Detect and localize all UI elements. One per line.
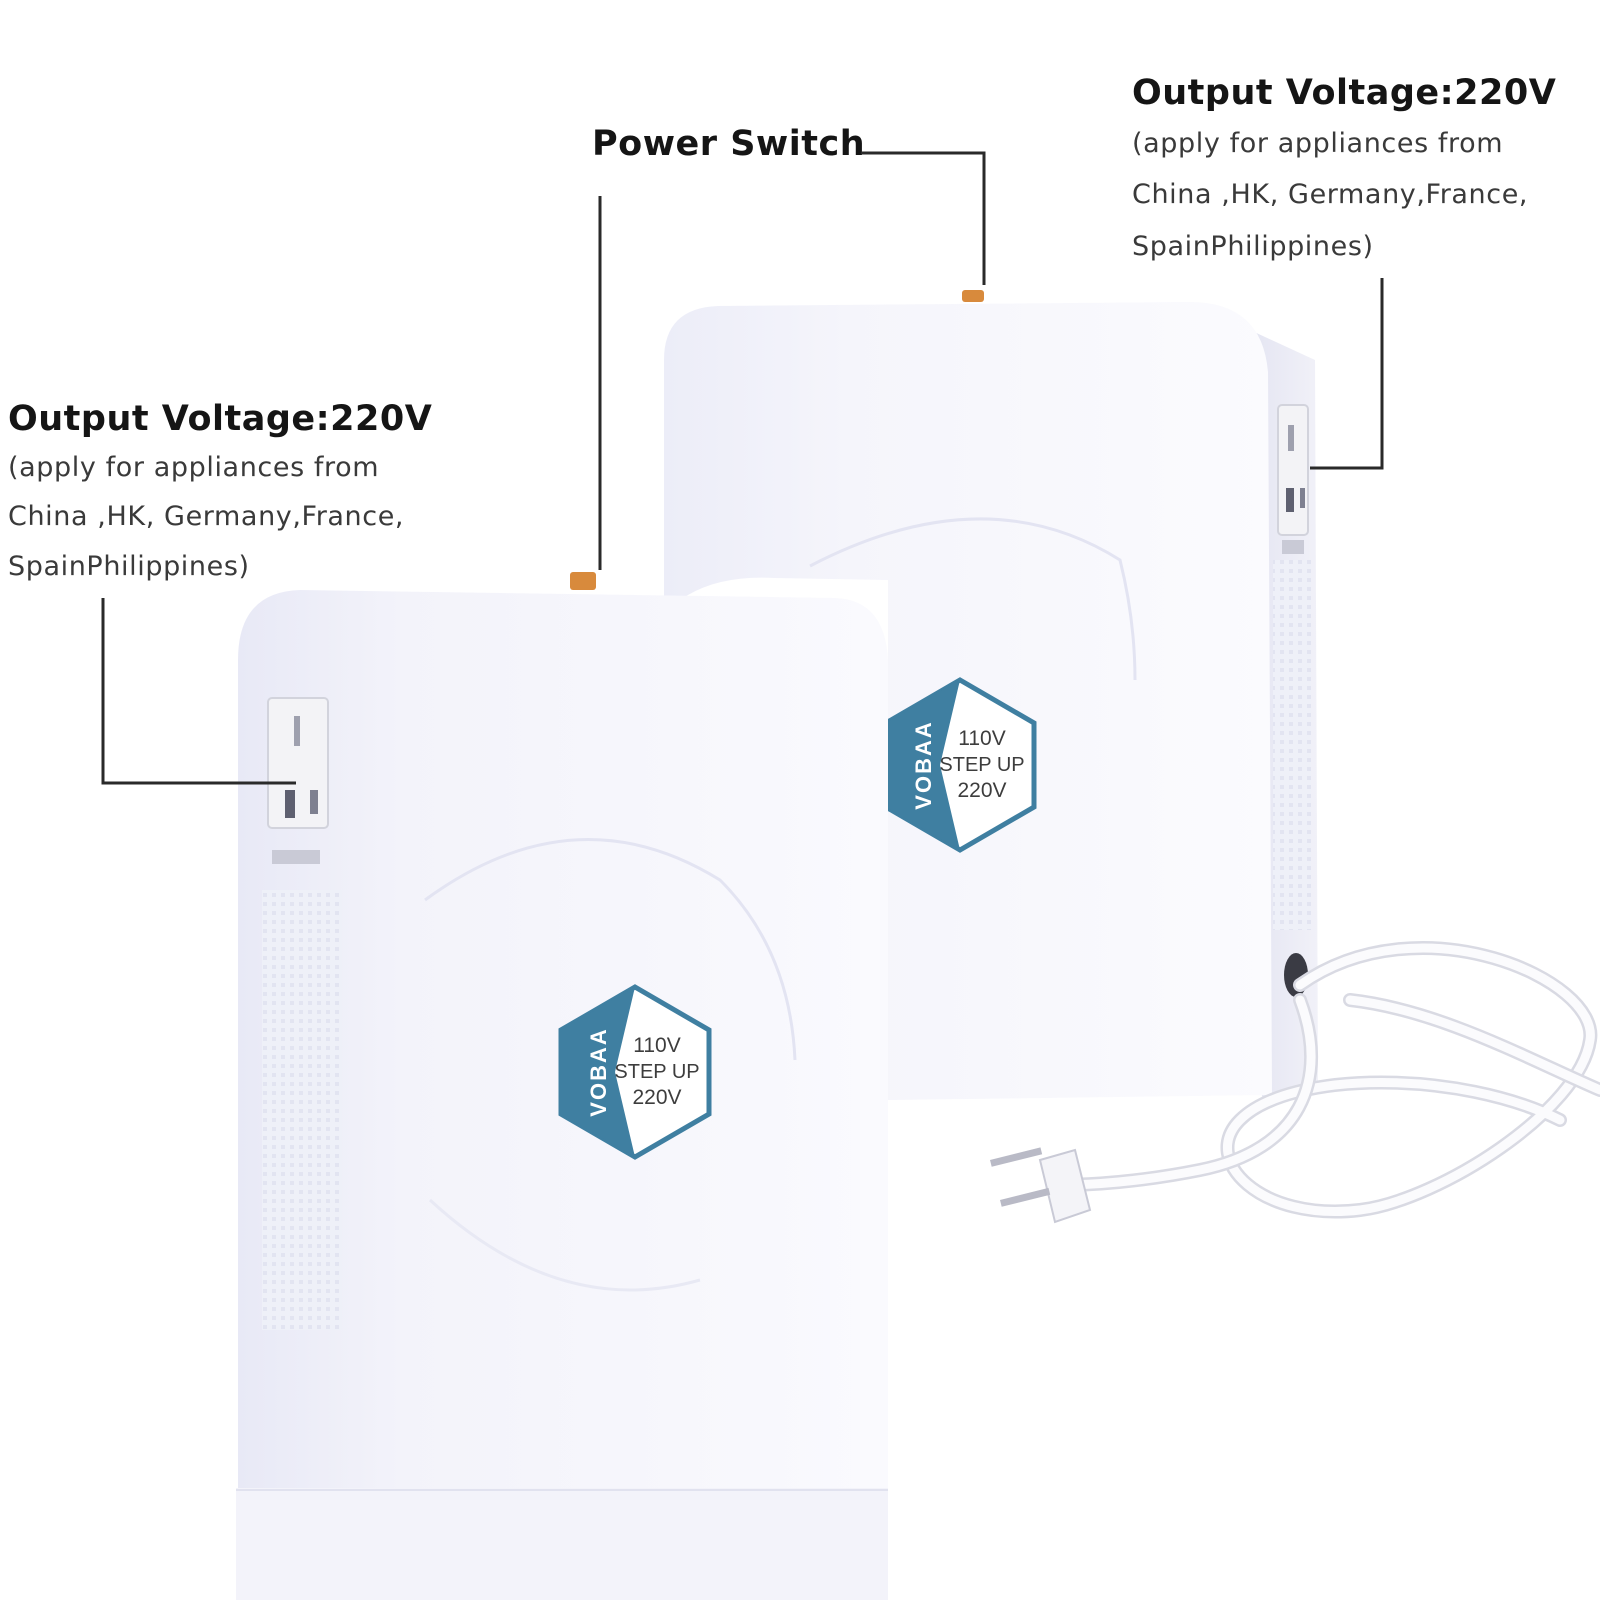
back-badge-line2: STEP UP [939, 754, 1024, 776]
back-unit-badge: VOBAA 110V STEP UP 220V [883, 677, 1037, 853]
annotation-power-switch: Power Switch [592, 125, 865, 164]
front-unit-outlet [267, 697, 329, 829]
back-transformer-unit: VOBAA 110V STEP UP 220V [664, 290, 1318, 1100]
back-unit-outlet [1277, 404, 1309, 536]
front-unit-embossed-circle [424, 838, 797, 1061]
front-unit-vents [262, 890, 342, 1330]
back-badge-brand: VOBAA [911, 720, 936, 809]
power-cord [1053, 941, 1600, 1219]
leader-output-right [1310, 278, 1384, 470]
front-badge-line1: 110V [633, 1034, 681, 1057]
leader-power-switch-back [862, 151, 986, 285]
front-badge-brand: VOBAA [586, 1027, 611, 1116]
annotation-desc-line: China ,HK, Germany,France, [1132, 179, 1529, 211]
leader-lines [101, 151, 1384, 785]
power-plug [990, 1147, 1092, 1224]
annotation-output-voltage-right: Output Voltage:220V (apply for appliance… [1132, 74, 1592, 268]
annotation-desc-line: SpainPhilippines) [8, 551, 250, 583]
annotation-title: Power Switch [592, 124, 866, 164]
back-badge-line1: 110V [958, 727, 1006, 750]
annotation-title: Output Voltage:220V [8, 399, 433, 439]
annotation-title: Output Voltage:220V [1132, 73, 1557, 113]
annotation-desc-line: (apply for appliances from [8, 451, 380, 483]
back-unit-power-switch [962, 290, 984, 302]
leader-output-left [101, 598, 296, 785]
front-badge-line2: STEP UP [614, 1061, 699, 1083]
annotation-desc-line: SpainPhilippines) [1132, 231, 1374, 263]
annotation-desc-line: (apply for appliances from [1132, 127, 1504, 159]
front-unit-badge: VOBAA 110V STEP UP 220V [558, 984, 712, 1160]
front-unit-power-switch [570, 572, 596, 590]
annotation-output-voltage-left: Output Voltage:220V (apply for appliance… [8, 400, 468, 588]
back-unit-label-plate [1282, 540, 1304, 554]
front-transformer-unit: VOBAA 110V STEP UP 220V [236, 572, 888, 1600]
front-badge-line3: 220V [632, 1086, 681, 1109]
back-badge-line3: 220V [957, 779, 1006, 802]
front-unit-base [236, 1488, 888, 1600]
annotation-desc-line: China ,HK, Germany,France, [8, 501, 405, 533]
back-unit-embossed-circle [809, 517, 1137, 681]
front-unit-label-plate [272, 850, 320, 864]
back-unit-vents [1273, 560, 1311, 930]
